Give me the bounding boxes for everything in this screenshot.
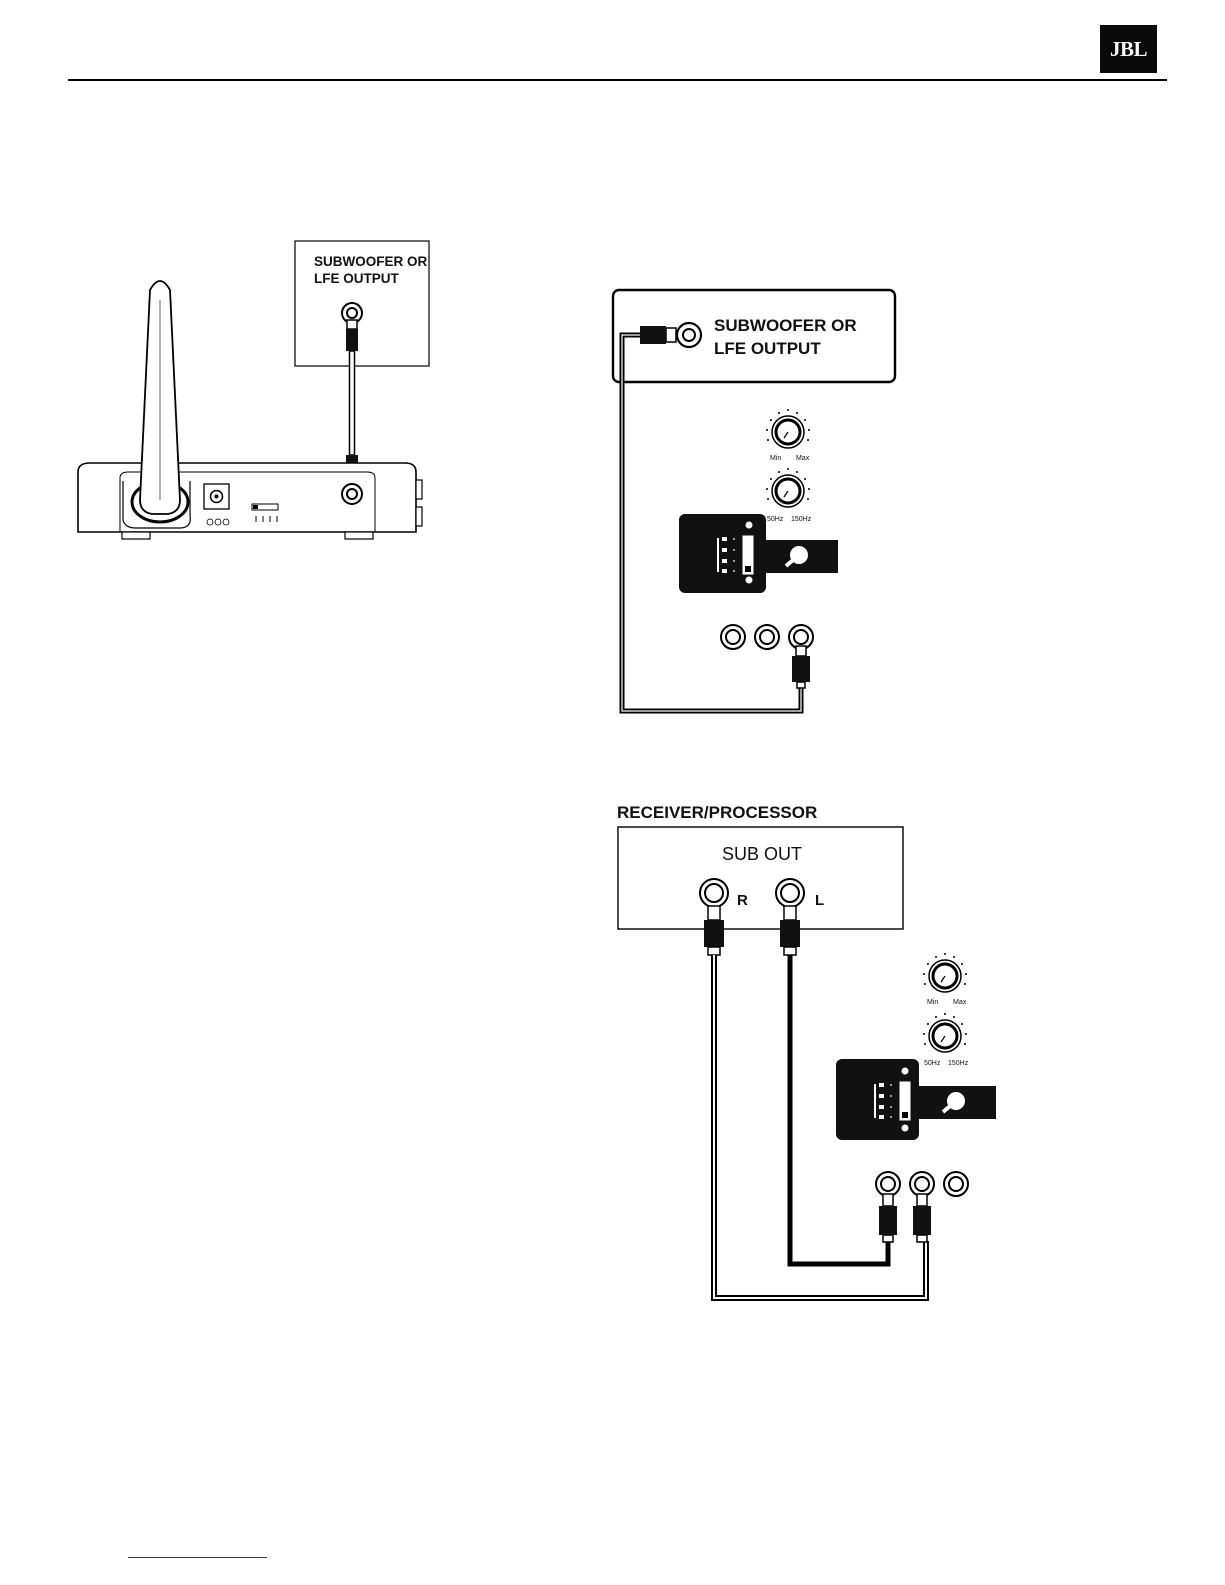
- control-panel: [836, 1059, 996, 1140]
- jack-right-label: R: [737, 892, 748, 909]
- sub-out-label: SUB OUT: [722, 844, 802, 864]
- jack-right: [700, 879, 728, 907]
- sub-out-box: [618, 827, 903, 929]
- rca-plug-input-left: [879, 1194, 897, 1242]
- jack-left: [776, 879, 804, 907]
- crossover-max-label: 150Hz: [948, 1060, 969, 1067]
- receiver-title: RECEIVER/PROCESSOR: [617, 803, 817, 822]
- level-min-label: Min: [927, 999, 938, 1006]
- rca-plug-input-right: [913, 1194, 931, 1242]
- level-knob: [923, 953, 967, 992]
- input-jacks: [876, 1172, 968, 1196]
- crossover-knob: [923, 1013, 967, 1052]
- jack-left-label: L: [815, 892, 824, 909]
- level-max-label: Max: [953, 999, 967, 1006]
- crossover-min-label: 50Hz: [924, 1060, 941, 1067]
